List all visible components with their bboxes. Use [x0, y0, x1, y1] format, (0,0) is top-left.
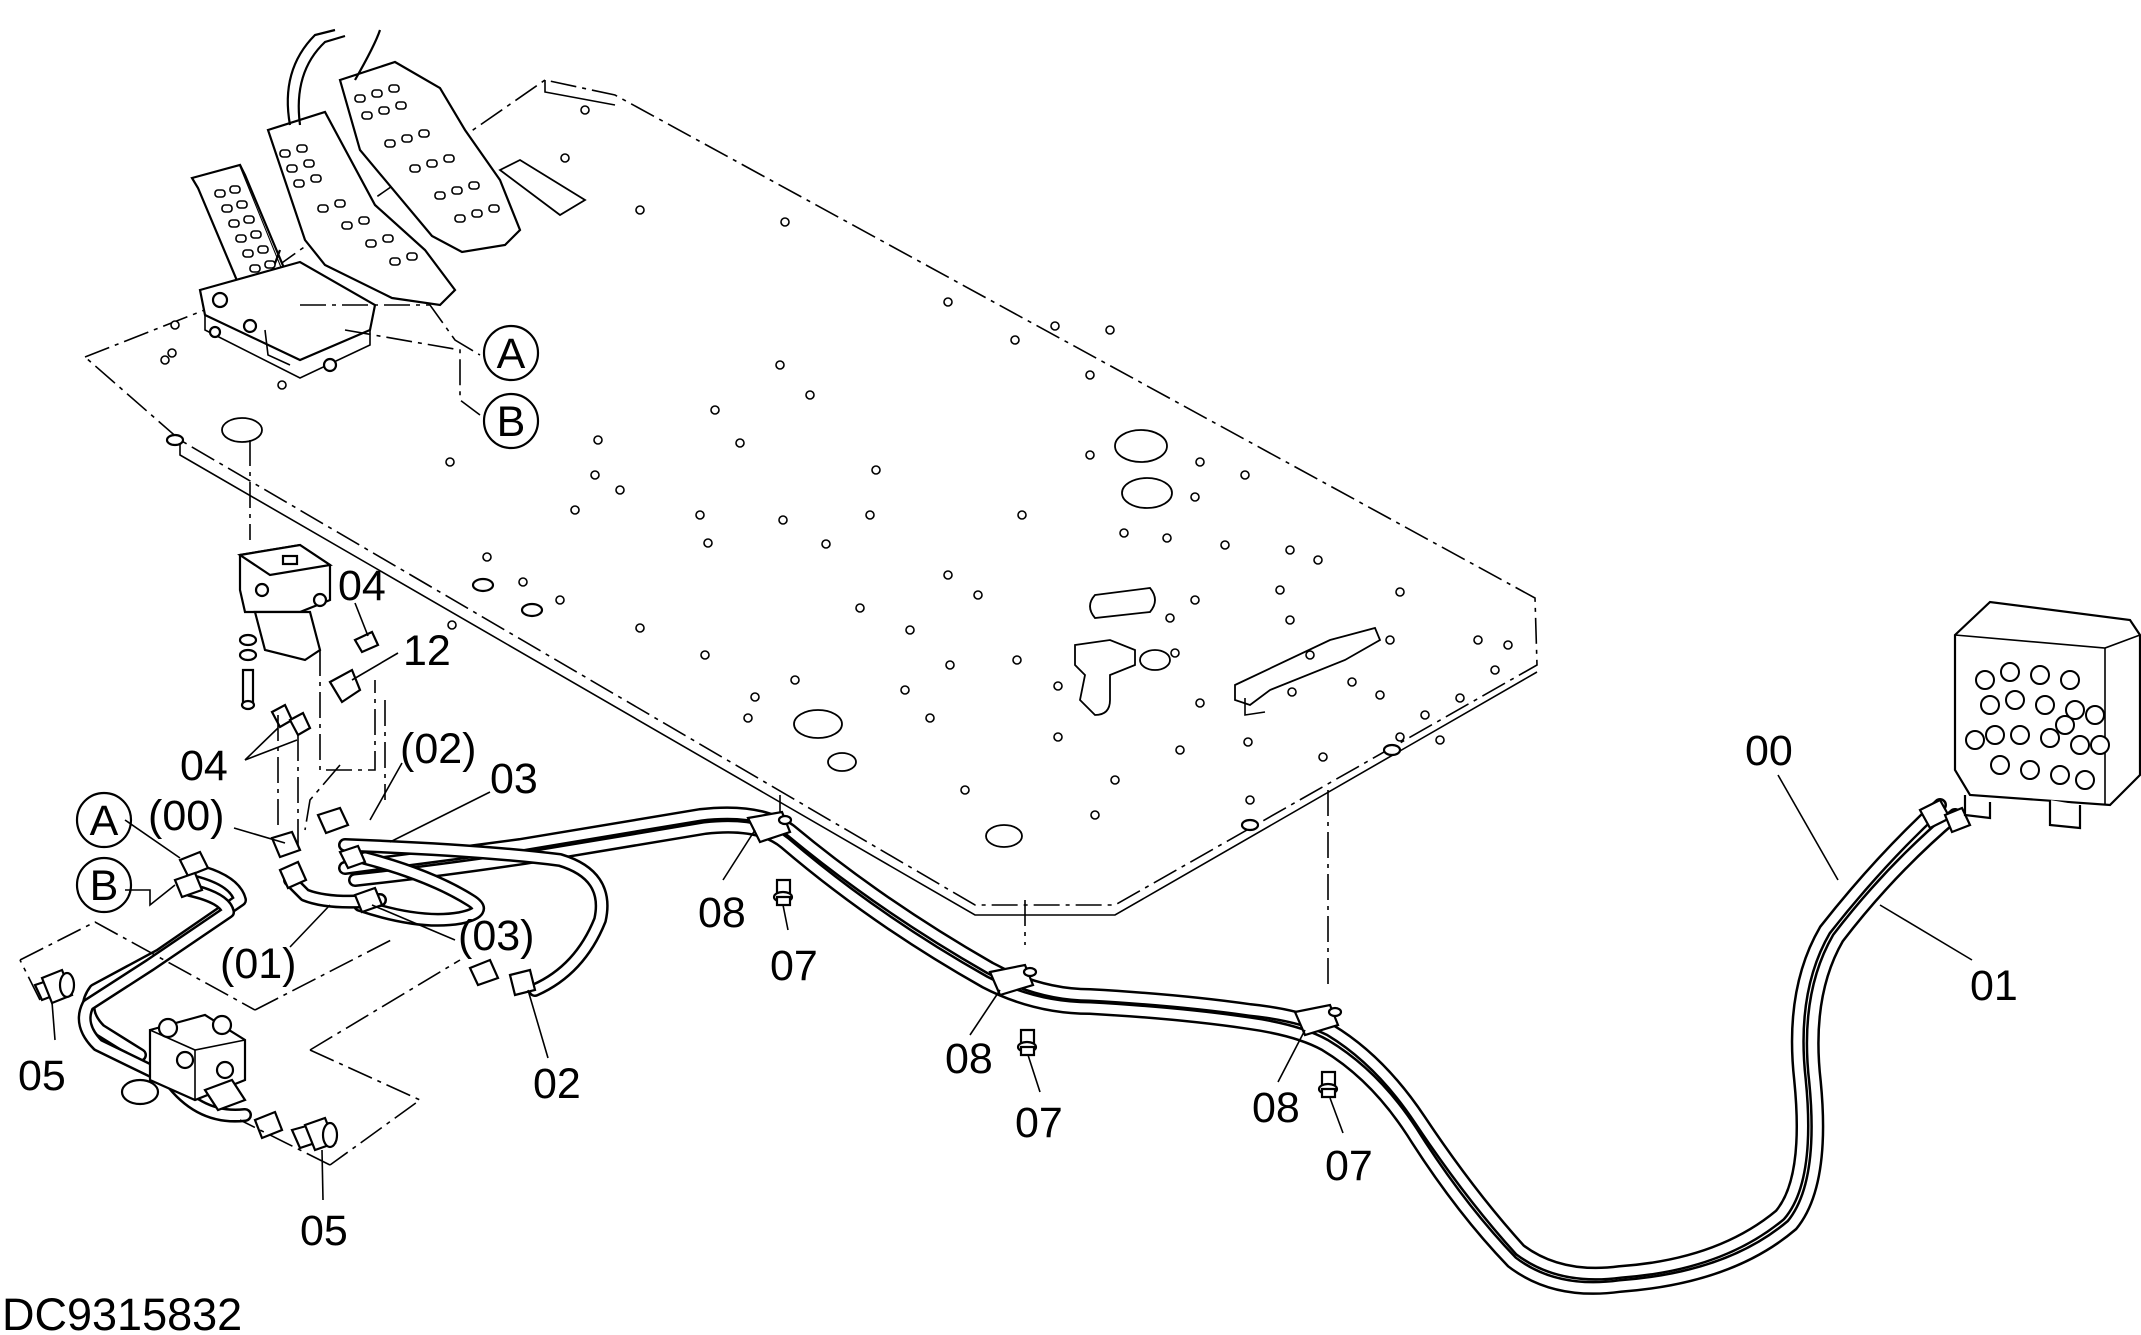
callout-02: 02: [533, 1060, 581, 1108]
plate-bosses: [165, 433, 1402, 832]
bolt-07-b: [1016, 1028, 1038, 1057]
hoses: [77, 798, 1962, 1295]
reference-letter: B: [497, 398, 526, 446]
shuttle-valve-assembly: [120, 1013, 284, 1140]
leader-lines: [51, 602, 1973, 1201]
reference-letter: A: [497, 330, 526, 378]
reference-letter: B: [90, 862, 119, 910]
bolt-07-c: [1317, 1070, 1339, 1099]
callout-04-top: 04: [338, 562, 386, 610]
callout-p00: (00): [148, 792, 224, 840]
callout-05-left: 05: [18, 1052, 66, 1100]
reference-marker-b-lower: B: [75, 856, 133, 914]
drawing-code: DC9315832: [2, 1289, 242, 1335]
callout-labels: 04 12 04 (02) 03 (00) (01) (03) 02 05 05…: [18, 562, 2018, 1255]
callout-12: 12: [403, 627, 451, 675]
pressure-switch-05-left: [33, 968, 76, 1005]
pilot-valve-block: [237, 543, 380, 737]
control-valve: [1953, 600, 2141, 830]
callout-08-c: 08: [1252, 1084, 1300, 1132]
reference-marker-b-upper: B: [482, 392, 540, 450]
reference-marker-a-lower: A: [75, 791, 133, 849]
clamp-08-b: [988, 963, 1038, 997]
bolt-07-a: [772, 878, 794, 907]
callout-p01: (01): [220, 940, 296, 988]
callout-08-b: 08: [945, 1035, 993, 1083]
callout-p03: (03): [458, 912, 534, 960]
travel-pedals: [190, 28, 522, 379]
callout-p02: (02): [400, 725, 476, 773]
callout-07-a: 07: [770, 942, 818, 990]
hose-fittings: [173, 798, 1972, 997]
callout-07-c: 07: [1325, 1142, 1373, 1190]
plate-large-holes: [221, 417, 1173, 848]
callout-08-a: 08: [698, 889, 746, 937]
callout-01: 01: [1970, 962, 2018, 1010]
plate-small-holes: [160, 105, 1513, 820]
clamp-08-c: [1293, 1003, 1343, 1037]
pressure-switch-05-bottom: [290, 1116, 339, 1152]
reference-letter: A: [90, 797, 119, 845]
pedal-grip-pattern: [214, 84, 500, 273]
callout-03: 03: [490, 755, 538, 803]
plate-slots: [498, 158, 1382, 716]
callout-00: 00: [1745, 727, 1793, 775]
reference-marker-a-upper: A: [482, 324, 540, 382]
callout-05-bottom: 05: [300, 1207, 348, 1255]
callout-07-b: 07: [1015, 1099, 1063, 1147]
clamp-08-a: [746, 810, 793, 844]
floor-plate: [83, 79, 1538, 916]
callout-04-left: 04: [180, 742, 228, 790]
